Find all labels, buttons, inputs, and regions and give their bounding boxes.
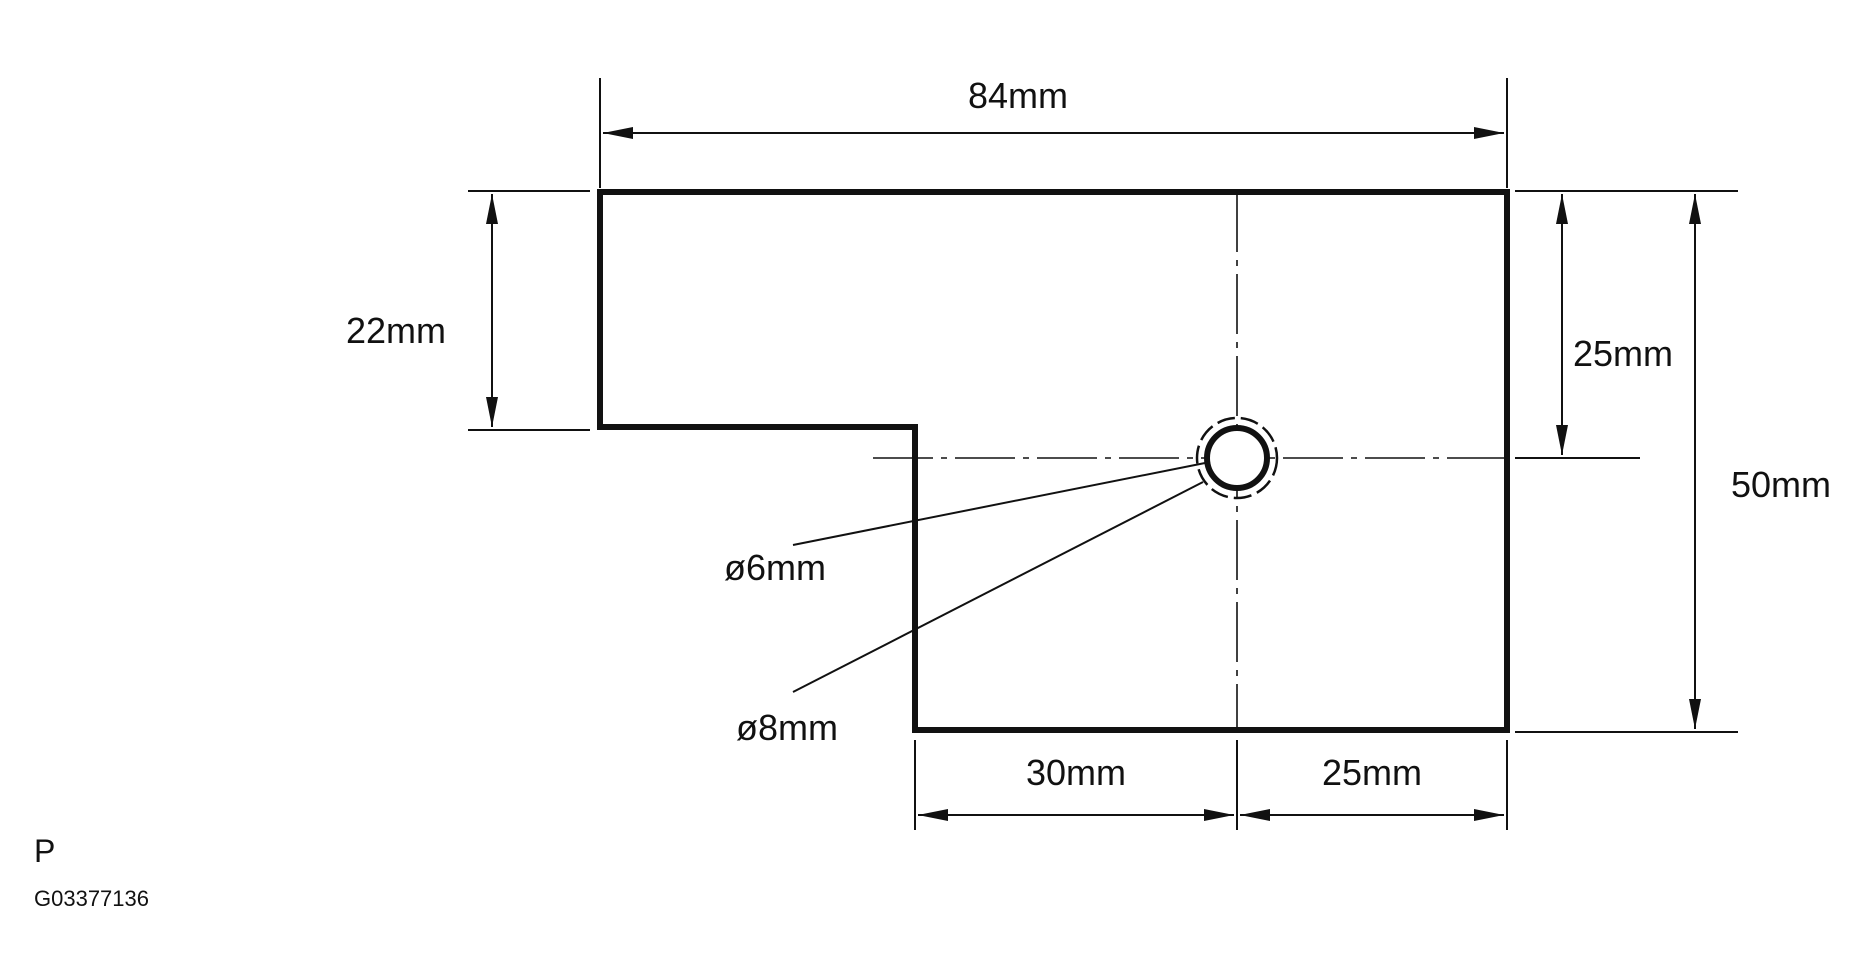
- view-label: P: [34, 833, 55, 869]
- leader-line-inner-diameter: [792, 461, 1211, 546]
- label-hole-from-top: 25mm: [1573, 333, 1673, 374]
- label-hole-to-right: 25mm: [1322, 752, 1422, 793]
- label-inner-diameter: ø6mm: [724, 547, 826, 588]
- label-step-height: 22mm: [346, 310, 446, 351]
- hole-inner-circle: [1204, 425, 1270, 491]
- label-overall-width: 84mm: [968, 75, 1068, 116]
- label-outer-diameter: ø8mm: [736, 707, 838, 748]
- hole-outer-circle: [1195, 416, 1279, 500]
- leader-line-outer-diameter: [792, 481, 1204, 693]
- label-overall-height: 50mm: [1731, 464, 1831, 505]
- label-left-to-hole: 30mm: [1026, 752, 1126, 793]
- part-outline: [597, 189, 1510, 733]
- figure-code: G03377136: [34, 886, 149, 911]
